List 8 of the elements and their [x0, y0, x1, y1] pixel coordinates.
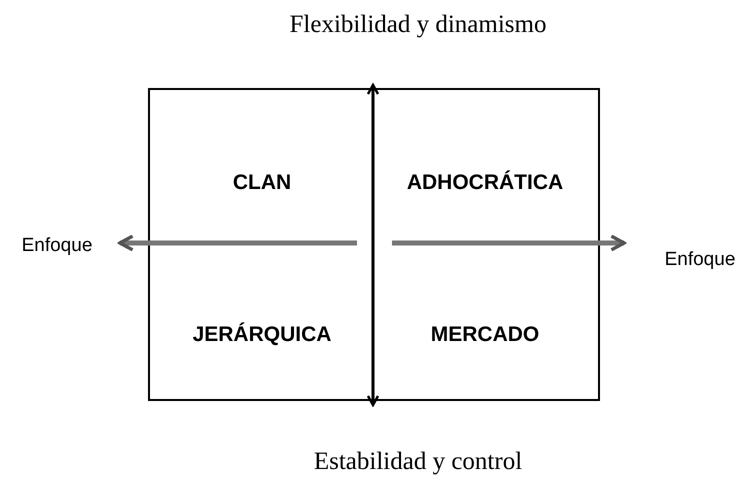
axis-label: Flexibilidad y dinamismo [290, 11, 546, 39]
quadrant-label: CLAN [232, 171, 292, 195]
axis-label: Estabilidad y control [314, 448, 522, 476]
quadrant-label: MERCADO [430, 323, 540, 347]
quadrant-label: ADHOCRÁTICA [406, 171, 564, 195]
axis-label: Enfoque [664, 249, 736, 271]
quadrant-label: JERÁRQUICA [192, 323, 332, 347]
axis-label: Enfoque [22, 235, 92, 257]
